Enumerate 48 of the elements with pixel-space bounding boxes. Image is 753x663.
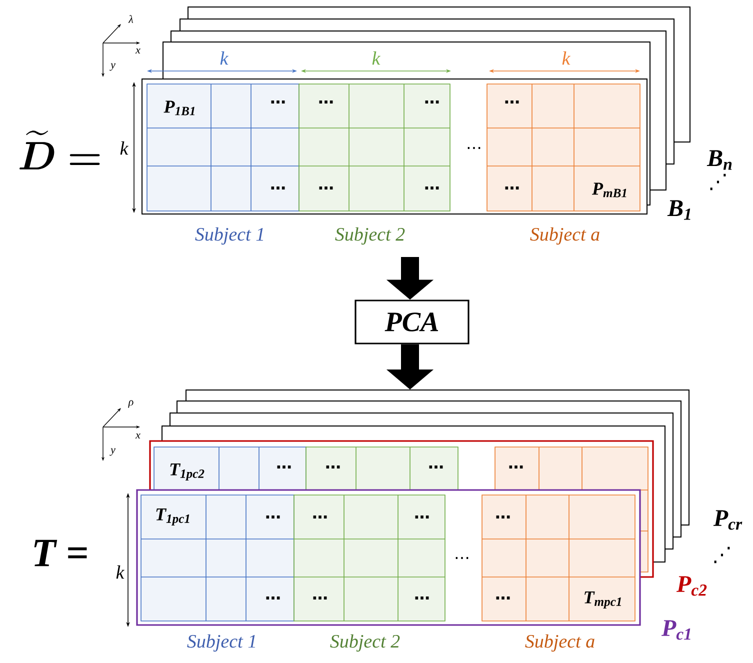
axis-label: λ xyxy=(128,15,134,23)
ellipsis: ⋯ xyxy=(271,100,285,104)
subject-label: Subject 1 xyxy=(187,634,256,652)
matrix-symbol: T = xyxy=(34,540,87,566)
axis-label: ρ xyxy=(128,400,134,408)
ellipsis: ⋯ xyxy=(319,100,333,104)
ellipsis: ⋯ xyxy=(429,465,443,468)
ellipsis: ⋰ xyxy=(710,174,726,190)
ellipsis: ⋯ xyxy=(425,100,439,104)
ellipsis: ⋯ xyxy=(456,557,468,559)
ellipsis: ⋯ xyxy=(415,515,429,518)
band-label: P$_{c1}$ xyxy=(661,620,690,640)
dimension-label: k xyxy=(116,565,124,579)
axis-label: x xyxy=(135,433,140,439)
ellipsis: ⋯ xyxy=(277,465,291,468)
ellipsis: ⋯ xyxy=(319,186,333,190)
band-label: B$_{n}$ xyxy=(706,150,732,170)
ellipsis: ⋯ xyxy=(313,596,327,600)
axis-label: x xyxy=(135,48,140,54)
band-label: P$_{cr}$ xyxy=(713,510,742,530)
band-label: B$_{1}$ xyxy=(667,200,690,220)
ellipsis: ⋯ xyxy=(509,465,523,468)
cell-label: T$_{mpc1}$ xyxy=(584,591,621,609)
ellipsis: ⋯ xyxy=(505,186,519,190)
ellipsis: ⋰ xyxy=(714,546,730,564)
ellipsis: ⋯ xyxy=(505,100,519,104)
ellipsis: ⋯ xyxy=(326,465,340,468)
matrix-symbol: $\widetilde{\boldsymbol{D}}\boldsymbol{=}$ xyxy=(20,130,100,170)
cell-label: T$_{1pc1}$ xyxy=(156,508,190,526)
subject-label: Subject 2 xyxy=(330,634,400,652)
ellipsis: ⋯ xyxy=(266,515,280,518)
subject-label: Subject 2 xyxy=(335,227,405,245)
ellipsis: ⋯ xyxy=(496,515,510,518)
band-label: P$_{c2}$ xyxy=(676,576,707,596)
subject-label: Subject a xyxy=(525,634,594,652)
ellipsis: ⋯ xyxy=(313,515,327,518)
ellipsis: ⋯ xyxy=(266,596,280,600)
axis-label: y xyxy=(110,448,116,456)
cell-label: T$_{1pc2}$ xyxy=(170,463,204,481)
process-box: PCA xyxy=(354,300,470,344)
cell-label: P$_{1B1}$ xyxy=(164,100,194,116)
axis-label: y xyxy=(110,63,116,71)
cell-label: P$_{mB1}$ xyxy=(592,182,626,198)
ellipsis: ⋯ xyxy=(468,147,480,149)
ellipsis: ⋯ xyxy=(425,186,439,190)
ellipsis: ⋯ xyxy=(415,596,429,600)
ellipsis: ⋯ xyxy=(496,596,510,600)
ellipsis: ⋯ xyxy=(271,186,285,190)
